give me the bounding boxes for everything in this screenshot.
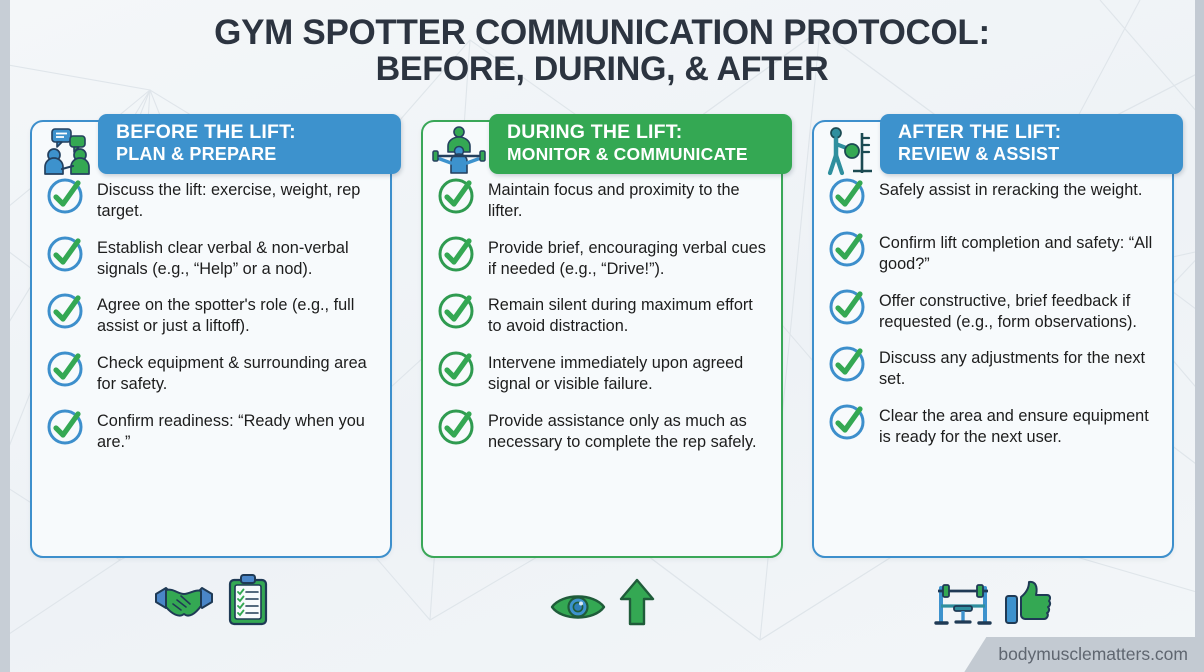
list-item-text: Confirm readiness: “Ready when you are.” <box>97 411 365 451</box>
list-item-text: Establish clear verbal & non-verbal sign… <box>97 238 349 278</box>
banner-line-1: DURING THE LIFT: <box>507 121 683 143</box>
squat-rack-icon <box>934 584 992 625</box>
banner-line-1: AFTER THE LIFT: <box>898 121 1062 143</box>
banner-before-the-lift: BEFORE THE LIFT: PLAN & PREPARE <box>98 114 401 174</box>
list-item-text: Check equipment & surrounding area for s… <box>97 354 367 394</box>
check-circle-icon <box>829 346 865 382</box>
check-circle-icon <box>47 178 83 214</box>
list-item-text: Safely assist in reracking the weight. <box>879 181 1143 199</box>
column-before-the-lift: BEFORE THE LIFT: PLAN & PREPARE Discuss … <box>30 114 401 626</box>
check-circle-icon <box>438 351 474 387</box>
list-item-text: Remain silent during maximum effort to a… <box>488 296 753 336</box>
list-item: Discuss the lift: exercise, weight, rep … <box>44 178 376 222</box>
list-item: Provide brief, encouraging verbal cues i… <box>435 236 767 280</box>
list-item-text: Provide assistance only as much as neces… <box>488 411 757 451</box>
list-item-text: Offer constructive, brief feedback if re… <box>879 291 1137 331</box>
checklist-after-the-lift: Safely assist in reracking the weight. C… <box>826 178 1158 448</box>
person-racking-weight-icon <box>827 127 872 176</box>
up-arrow-icon <box>619 578 655 626</box>
list-item: Establish clear verbal & non-verbal sign… <box>44 236 376 280</box>
card-during-the-lift: DURING THE LIFT: MONITOR & COMMUNICATE M… <box>421 114 792 558</box>
handshake-icon <box>155 587 213 617</box>
list-item: Safely assist in reracking the weight. <box>826 178 1158 217</box>
list-item: Confirm lift completion and safety: “All… <box>826 231 1158 275</box>
banner-line-2: REVIEW & ASSIST <box>898 144 1060 164</box>
check-circle-icon <box>47 236 83 272</box>
watermark-text: bodymusclematters.com <box>998 644 1188 664</box>
footer-icons-before <box>30 564 392 626</box>
check-circle-icon <box>829 178 865 214</box>
list-item: Provide assistance only as much as neces… <box>435 409 767 453</box>
check-circle-icon <box>438 178 474 214</box>
column-after-the-lift: AFTER THE LIFT: REVIEW & ASSIST Safely a… <box>812 114 1183 626</box>
list-item: Discuss any adjustments for the next set… <box>826 346 1158 390</box>
list-item-text: Maintain focus and proximity to the lift… <box>488 181 740 220</box>
banner-line-2: MONITOR & COMMUNICATE <box>507 144 748 164</box>
right-edge-strip <box>1195 0 1204 672</box>
check-circle-icon <box>47 293 83 329</box>
bench-press-spotter-icon <box>432 126 486 174</box>
list-item-text: Discuss any adjustments for the next set… <box>879 349 1146 389</box>
list-item: Clear the area and ensure equipment is r… <box>826 404 1158 448</box>
footer-icons-during <box>421 564 783 626</box>
list-item: Agree on the spotter's role (e.g., full … <box>44 293 376 337</box>
list-item: Remain silent during maximum effort to a… <box>435 293 767 337</box>
list-item-text: Agree on the spotter's role (e.g., full … <box>97 296 355 336</box>
list-item: Intervene immediately upon agreed signal… <box>435 351 767 395</box>
check-circle-icon <box>438 293 474 329</box>
two-people-talking-icon <box>44 128 90 175</box>
banner-after-the-lift: AFTER THE LIFT: REVIEW & ASSIST <box>880 114 1183 174</box>
check-circle-icon <box>438 409 474 445</box>
watermark: bodymusclematters.com <box>964 637 1204 672</box>
check-circle-icon <box>47 351 83 387</box>
check-circle-icon <box>829 289 865 325</box>
list-item: Offer constructive, brief feedback if re… <box>826 289 1158 333</box>
column-during-the-lift: DURING THE LIFT: MONITOR & COMMUNICATE M… <box>421 114 792 626</box>
checklist-before-the-lift: Discuss the lift: exercise, weight, rep … <box>44 178 376 453</box>
left-edge-strip <box>0 0 10 672</box>
check-circle-icon <box>47 409 83 445</box>
banner-line-2: PLAN & PREPARE <box>116 144 277 164</box>
check-circle-icon <box>829 231 865 267</box>
page-title: GYM SPOTTER COMMUNICATION PROTOCOL: BEFO… <box>0 14 1204 88</box>
list-item: Check equipment & surrounding area for s… <box>44 351 376 395</box>
thumbs-up-icon <box>1005 580 1052 624</box>
banner-during-the-lift: DURING THE LIFT: MONITOR & COMMUNICATE <box>489 114 792 174</box>
list-item-text: Confirm lift completion and safety: “All… <box>879 234 1153 273</box>
footer-icons-after <box>812 564 1174 626</box>
check-circle-icon <box>438 236 474 272</box>
list-item-text: Discuss the lift: exercise, weight, rep … <box>97 181 361 220</box>
list-item-text: Intervene immediately upon agreed signal… <box>488 354 744 394</box>
columns-container: BEFORE THE LIFT: PLAN & PREPARE Discuss … <box>30 114 1183 626</box>
title-line-2: BEFORE, DURING, & AFTER <box>375 50 829 89</box>
eye-icon <box>550 595 606 619</box>
card-before-the-lift: BEFORE THE LIFT: PLAN & PREPARE Discuss … <box>30 114 401 558</box>
list-item-text: Clear the area and ensure equipment is r… <box>879 407 1149 447</box>
title-line-1: GYM SPOTTER COMMUNICATION PROTOCOL: <box>214 13 990 52</box>
list-item: Maintain focus and proximity to the lift… <box>435 178 767 222</box>
banner-line-1: BEFORE THE LIFT: <box>116 121 296 143</box>
card-after-the-lift: AFTER THE LIFT: REVIEW & ASSIST Safely a… <box>812 114 1183 558</box>
check-circle-icon <box>829 404 865 440</box>
checklist-during-the-lift: Maintain focus and proximity to the lift… <box>435 178 767 453</box>
list-item-text: Provide brief, encouraging verbal cues i… <box>488 238 766 278</box>
clipboard-checklist-icon <box>228 574 268 626</box>
list-item: Confirm readiness: “Ready when you are.” <box>44 409 376 453</box>
